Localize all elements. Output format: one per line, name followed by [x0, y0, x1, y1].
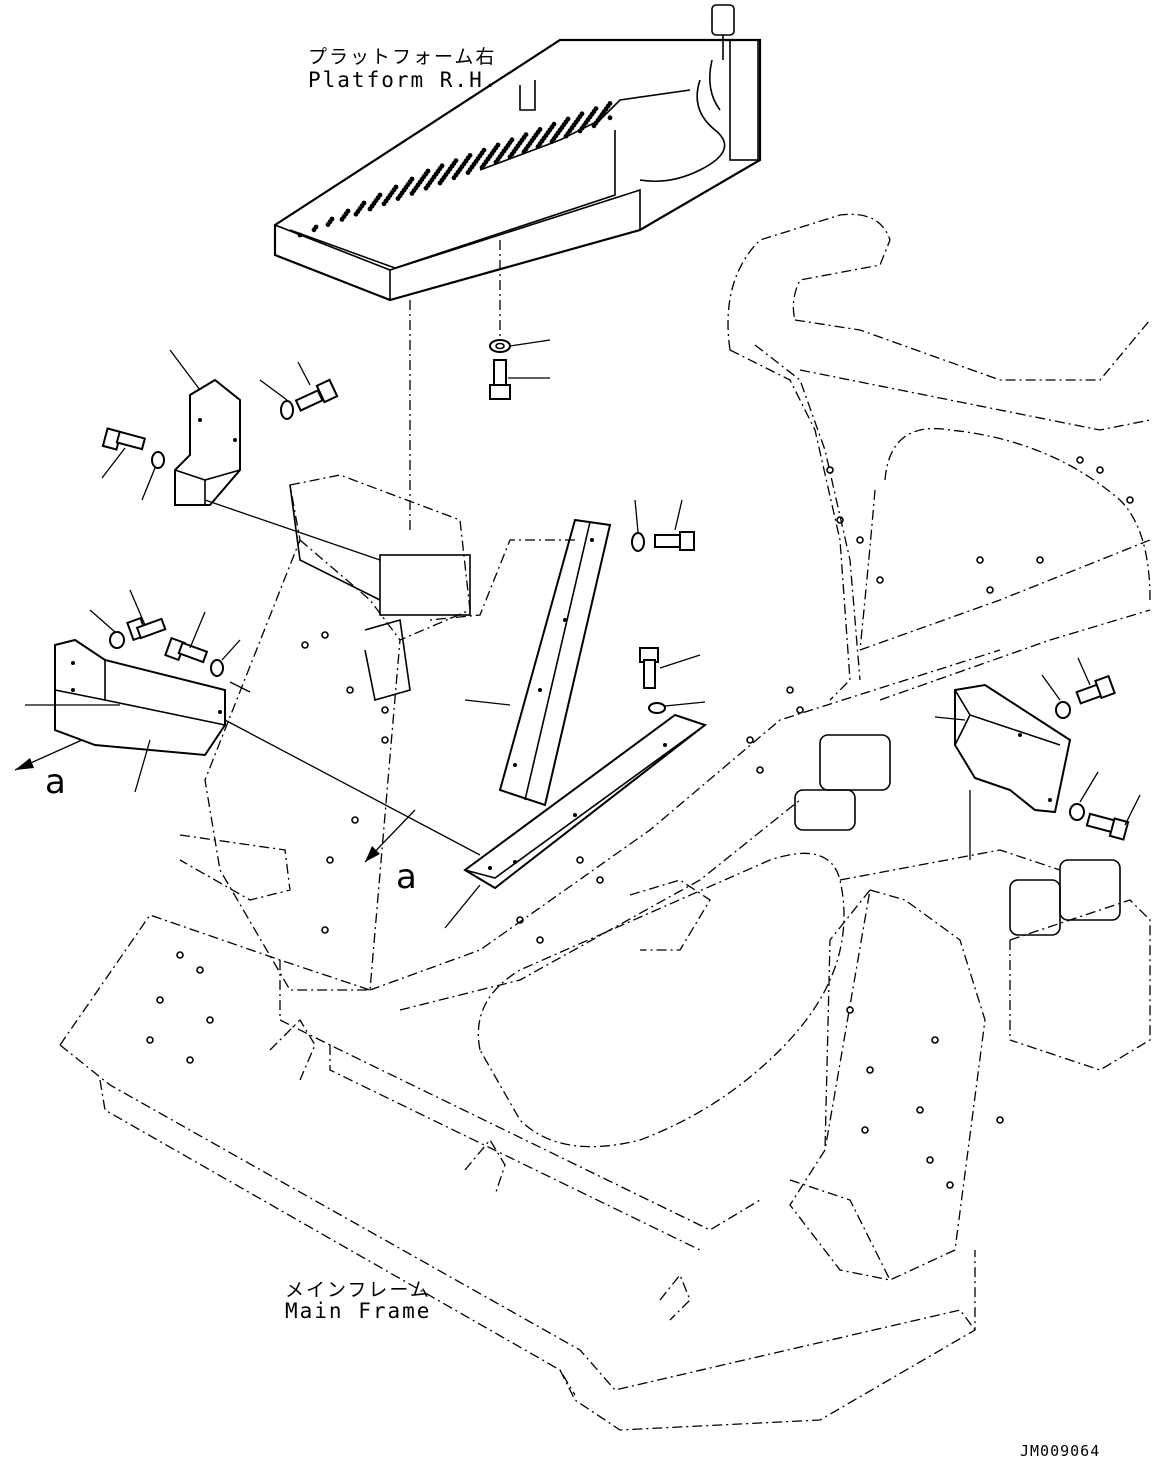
frame-fastener-hole: [986, 586, 994, 594]
frame-fastener-hole: [576, 856, 584, 864]
frame-fastener-hole: [756, 766, 764, 774]
frame-fastener-hole: [321, 631, 329, 639]
frame-fastener-hole: [176, 951, 184, 959]
perforation-hole: [361, 200, 367, 206]
frame-fastener-hole: [346, 686, 354, 694]
frame-fastener-hole: [536, 936, 544, 944]
frame-fastener-hole: [321, 926, 329, 934]
perforation-hole: [425, 168, 431, 174]
perforation-hole: [509, 137, 515, 143]
platform-perforation-holes: [297, 101, 613, 238]
view-a-label-left: a: [45, 762, 66, 802]
perforation-hole: [607, 101, 613, 106]
frame-fastener-hole: [926, 1156, 934, 1164]
perforation-hole: [329, 216, 335, 222]
frame-fastener-hole: [301, 641, 309, 649]
frame-fastener-hole: [596, 876, 604, 884]
frame-fastener-hole: [866, 1066, 874, 1074]
frame-fastener-hole: [381, 736, 389, 744]
frame-fastener-hole: [1126, 496, 1134, 504]
frame-fastener-hole: [861, 1126, 869, 1134]
drawing-code: JM009064: [1020, 1442, 1101, 1460]
frame-fastener-hole: [326, 856, 334, 864]
perforation-hole: [481, 147, 487, 153]
perforation-hole: [607, 115, 613, 121]
frame-fastener-hole: [516, 916, 524, 924]
frame-fastener-hole: [796, 706, 804, 714]
center-angle-plate-part: [429, 499, 695, 807]
frame-fastener-hole: [351, 816, 359, 824]
right-cover-part: [934, 657, 1141, 841]
main-frame-assembly: [59, 213, 1151, 1431]
left-upper-cover-part: [169, 349, 241, 506]
perforation-hole: [551, 121, 557, 127]
main-frame-label-jp: メインフレーム: [285, 1279, 431, 1301]
perforation-hole: [393, 184, 399, 190]
perforation-hole: [579, 111, 585, 117]
frame-fastener-hole: [381, 706, 389, 714]
frame-fastener-dots: [146, 456, 1134, 1189]
frame-fastener-hole: [876, 576, 884, 584]
perforation-hole: [377, 192, 383, 198]
perforation-hole: [537, 126, 543, 132]
frame-fastener-hole: [1096, 466, 1104, 474]
frame-fastener-hole: [786, 686, 794, 694]
platform-label-en: Platform R.H.: [308, 68, 499, 92]
perforation-hole: [313, 224, 319, 230]
perforation-hole: [495, 142, 501, 148]
perforation-hole: [439, 163, 445, 169]
platform-washer-part: [489, 339, 551, 353]
assembly-phantom-lines: [204, 499, 971, 863]
frame-fastener-hole: [146, 1036, 154, 1044]
frame-fastener-hole: [1076, 456, 1084, 464]
left-upper-bolts: [101, 361, 339, 501]
perforation-hole: [523, 132, 529, 138]
frame-fastener-hole: [931, 1036, 939, 1044]
platform-bolt-part: [489, 359, 550, 400]
frame-fastener-hole: [746, 736, 754, 744]
frame-fastener-hole: [996, 1116, 1004, 1124]
frame-fastener-hole: [916, 1106, 924, 1114]
left-lower-bolts: [89, 589, 241, 677]
main-frame-label-en: Main Frame: [285, 1299, 432, 1323]
frame-fastener-hole: [1036, 556, 1044, 564]
frame-fastener-hole: [976, 556, 984, 564]
perforation-hole: [297, 232, 303, 238]
frame-fastener-hole: [836, 516, 844, 524]
perforation-hole: [593, 106, 599, 111]
platform-label-jp: プラットフォーム右: [308, 46, 497, 68]
frame-fastener-hole: [856, 536, 864, 544]
frame-fastener-hole: [846, 1006, 854, 1014]
frame-fastener-hole: [206, 1016, 214, 1024]
frame-fastener-hole: [156, 996, 164, 1004]
frame-fastener-hole: [826, 466, 834, 474]
perforation-hole: [409, 176, 415, 182]
frame-fastener-hole: [186, 1056, 194, 1064]
frame-fastener-hole: [196, 966, 204, 974]
left-lower-cover-part: [14, 638, 251, 793]
perforation-hole: [467, 153, 473, 158]
frame-fastener-hole: [946, 1181, 954, 1189]
center-flat-plate-part: [444, 647, 708, 929]
perforation-hole: [345, 208, 351, 214]
view-a-label-center: a: [396, 857, 417, 897]
perforation-hole: [565, 116, 571, 122]
perforation-hole: [453, 158, 459, 164]
